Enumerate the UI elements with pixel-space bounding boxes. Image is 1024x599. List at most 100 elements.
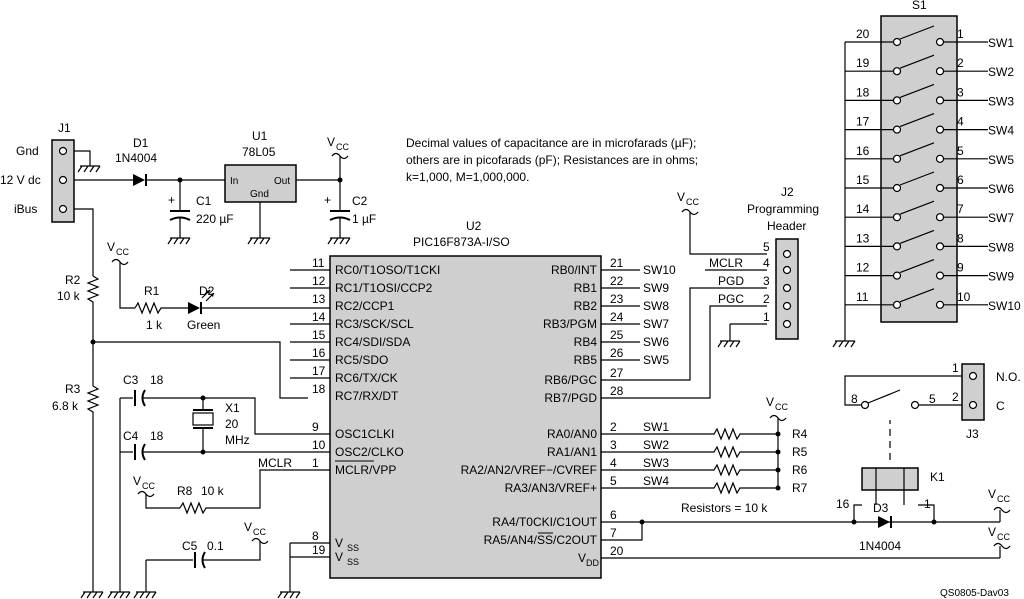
s1-left-num: 18 bbox=[856, 85, 870, 99]
u2-pin-num: 18 bbox=[312, 382, 326, 396]
rb-net-label: SW6 bbox=[643, 335, 669, 349]
rb-net-label: SW5 bbox=[643, 353, 669, 367]
s1-ref: S1 bbox=[912, 0, 927, 12]
c4-value: 18 bbox=[150, 429, 164, 443]
s1-left-num: 20 bbox=[856, 27, 870, 41]
x1-value1: 20 bbox=[225, 417, 239, 431]
s1-label: SW7 bbox=[988, 211, 1014, 225]
s1-left-pad bbox=[892, 242, 902, 251]
s1-lever bbox=[899, 171, 935, 186]
s1-left-pad bbox=[892, 125, 902, 134]
d2-ref: D2 bbox=[199, 284, 215, 298]
u2-pin-num: 26 bbox=[610, 346, 624, 360]
vcc-symbol: V CC bbox=[988, 525, 1010, 558]
connector-j3: 1 2 N.O. C J3 bbox=[952, 361, 1021, 441]
c3-value: 18 bbox=[150, 373, 164, 387]
u2-pin-num: 6 bbox=[610, 508, 617, 522]
s1-lever bbox=[899, 83, 935, 98]
ground-icon bbox=[167, 237, 191, 245]
s1-label: SW4 bbox=[988, 124, 1014, 138]
ra-resistor-ref: R7 bbox=[792, 481, 808, 495]
u2-pin-num: 9 bbox=[312, 420, 319, 434]
u1-in-label: In bbox=[230, 176, 238, 187]
rb-net-label: SW8 bbox=[643, 299, 669, 313]
c1-value: 220 µF bbox=[196, 212, 234, 226]
r1-ref: R1 bbox=[144, 284, 160, 298]
s1-right-pad bbox=[935, 271, 945, 280]
vcc-symbol: V CC bbox=[677, 190, 699, 216]
c5-value: 0.1 bbox=[207, 539, 224, 553]
u2-pin-num: 21 bbox=[610, 256, 624, 270]
svg-text:V: V bbox=[988, 525, 996, 539]
rb-net-label: SW9 bbox=[643, 281, 669, 295]
crystal-x1: X1 20 MHz bbox=[192, 398, 250, 452]
u2-pin-name: RC6/TX/CK bbox=[335, 371, 398, 385]
u1-ref: U1 bbox=[252, 129, 268, 143]
s1-right-pad bbox=[935, 67, 945, 76]
j2-pin-num: 5 bbox=[763, 240, 770, 254]
dip-switch-s1: S1 bbox=[880, 0, 958, 323]
u2-pin-name: OSC2/CLKO bbox=[335, 445, 404, 459]
j2-pad bbox=[782, 249, 792, 259]
u2-pin-num: 23 bbox=[610, 292, 624, 306]
j2-pin-net: PGC bbox=[718, 292, 744, 306]
u2-pin-name: RB0/INT bbox=[551, 263, 598, 277]
u2-pin-num: 14 bbox=[312, 310, 326, 324]
ground-icon bbox=[77, 165, 101, 173]
s1-left-pad bbox=[892, 96, 902, 105]
u2-pin-num: 1 bbox=[312, 456, 319, 470]
j2-pin-num: 1 bbox=[763, 310, 770, 324]
svg-text:+: + bbox=[324, 193, 331, 207]
c5-ref: C5 bbox=[182, 539, 198, 553]
s1-label: SW9 bbox=[988, 270, 1014, 284]
s1-label: SW2 bbox=[988, 65, 1014, 79]
resistor-r8: R8 10 k bbox=[177, 469, 330, 515]
relay-k1: K1 16 1 8 5 bbox=[836, 375, 962, 511]
j1-pin-ibus: iBus bbox=[14, 202, 37, 216]
u2-pin-name: RB1 bbox=[574, 281, 598, 295]
u2-pin-num: 8 bbox=[312, 529, 319, 543]
u2-pin-num: 5 bbox=[610, 474, 617, 488]
u2-pin-name: MCLR/VPP bbox=[335, 463, 396, 477]
s1-left-num: 12 bbox=[856, 261, 870, 275]
ra-net-resistor bbox=[601, 481, 778, 495]
u2-pin-num: 25 bbox=[610, 328, 624, 342]
reference-code: QS0805-Dav03 bbox=[940, 588, 1009, 599]
u2-vss-sub: SS bbox=[347, 543, 359, 553]
s1-right-num: 3 bbox=[957, 85, 964, 99]
c2-value: 1 µF bbox=[352, 212, 376, 226]
u2-pin-num: 24 bbox=[610, 310, 624, 324]
ra-net-label: SW4 bbox=[643, 474, 669, 488]
s1-left-pad bbox=[892, 67, 902, 76]
s1-label: SW6 bbox=[988, 182, 1014, 196]
s1-left-num: 13 bbox=[856, 231, 870, 245]
j2-pin-net: PGD bbox=[718, 274, 744, 288]
s1-right-pad bbox=[935, 213, 945, 222]
rb-net-label: SW7 bbox=[643, 317, 669, 331]
k1-pin8: 8 bbox=[851, 392, 858, 406]
svg-text:V: V bbox=[107, 240, 115, 254]
u2-pin-name: V bbox=[578, 551, 586, 565]
u1-out-label: Out bbox=[274, 176, 290, 187]
vcc-symbol: V CC bbox=[988, 487, 1010, 522]
svg-text:+: + bbox=[168, 193, 175, 207]
u2-pin-name: RC2/CCP1 bbox=[335, 299, 395, 313]
s1-right-num: 9 bbox=[957, 261, 964, 275]
ground-icon bbox=[277, 591, 301, 599]
x1-value2: MHz bbox=[225, 433, 250, 447]
note-line-1: Decimal values of capacitance are in mic… bbox=[406, 136, 696, 150]
d3-part: 1N4004 bbox=[859, 539, 901, 553]
x1-ref: X1 bbox=[225, 401, 240, 415]
s1-right-pad bbox=[935, 96, 945, 105]
u2-pin-num: 17 bbox=[312, 364, 326, 378]
u2-pin-name: OSC1CLKI bbox=[335, 427, 394, 441]
svg-text:V: V bbox=[677, 190, 685, 204]
note-line-2: others are in picofarads (pF); Resistanc… bbox=[406, 153, 698, 167]
s1-label: SW8 bbox=[988, 240, 1014, 254]
j2-pin-num: 2 bbox=[763, 292, 770, 306]
s1-lever bbox=[899, 288, 935, 303]
